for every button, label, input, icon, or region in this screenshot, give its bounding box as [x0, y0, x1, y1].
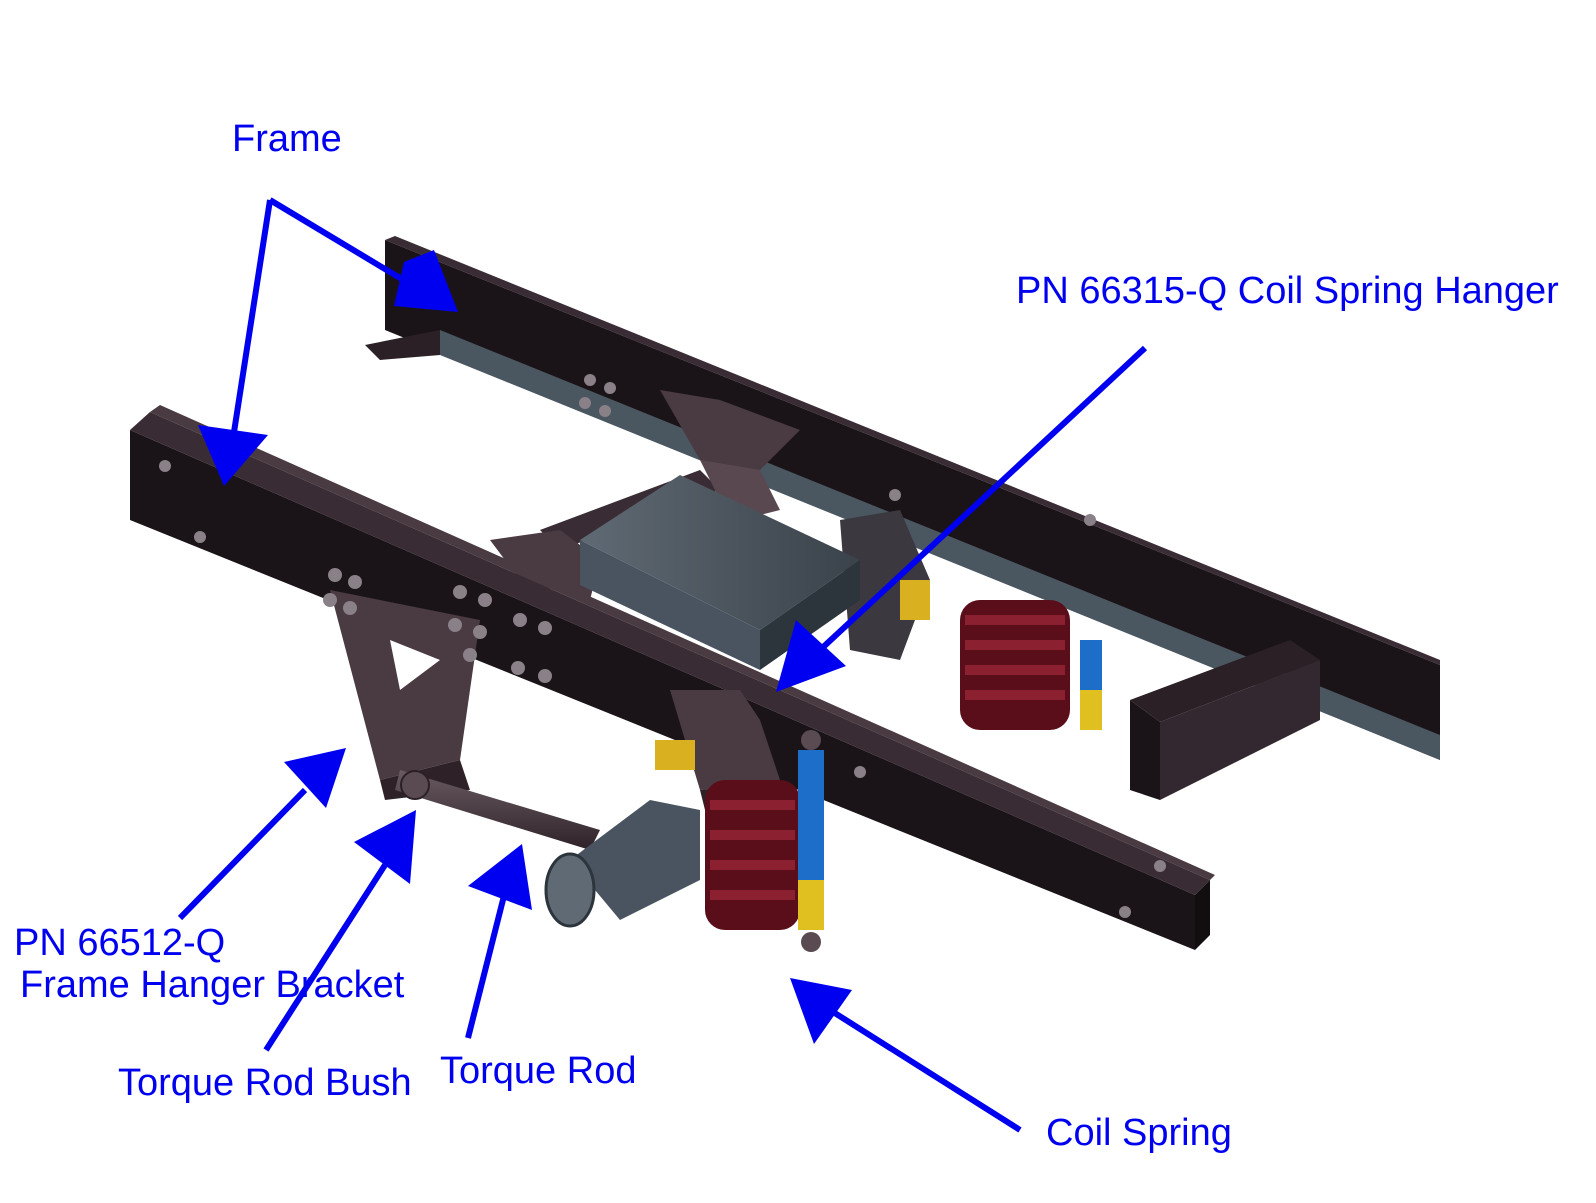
- air-tank: [580, 475, 860, 670]
- rear-hangers: [490, 390, 930, 660]
- axle-housing: [544, 800, 700, 928]
- annotation-arrows: [177, 197, 1148, 1133]
- torque-rod: [395, 770, 600, 850]
- coil-spring-arrow: [790, 978, 1022, 1133]
- frame-hanger-bracket-name: Frame Hanger Bracket: [20, 964, 405, 1006]
- front-frame-rail: [130, 405, 1215, 950]
- bolts: [159, 374, 1166, 918]
- frame-arrow-right: [268, 197, 458, 312]
- front-shock-absorber: [798, 730, 824, 952]
- frame-hanger-bracket-arrow: [177, 748, 346, 921]
- torque-rod-label: Torque Rod: [440, 1050, 637, 1092]
- frame-hanger-bracket-label: PN 66512-Q Frame Hanger Bracket: [14, 922, 404, 1006]
- frame-hanger-bracket-pn: PN 66512-Q: [14, 922, 226, 964]
- torque-rod-arrow: [465, 844, 532, 1039]
- frame-label: Frame: [232, 118, 342, 160]
- coil-spring-hanger-label: PN 66315-Q Coil Spring Hanger: [1016, 270, 1559, 312]
- torque-rod-bush-arrow: [263, 810, 416, 1052]
- coil-spring-hanger-arrow: [776, 345, 1148, 692]
- rear-coil-spring: [900, 580, 1102, 730]
- coil-spring-label: Coil Spring: [1046, 1112, 1232, 1154]
- torque-rod-bush-label: Torque Rod Bush: [118, 1062, 412, 1104]
- front-coil-spring: [655, 740, 800, 930]
- frame-arrow-left: [198, 199, 273, 486]
